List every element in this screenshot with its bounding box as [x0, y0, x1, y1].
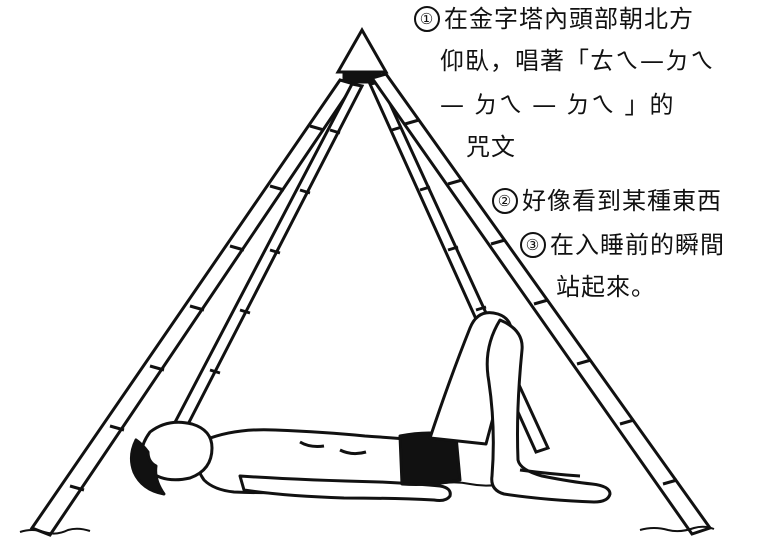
caption-step-1-line-4: 咒文 — [466, 133, 516, 161]
pyramid-pole-left-outer — [29, 78, 357, 537]
step-number-3: ③ — [520, 232, 546, 258]
caption-step-3-line-1: 在入睡前的瞬間 — [550, 231, 725, 259]
caption-step-1-line-1: 在金字塔內頭部朝北方 — [444, 5, 694, 33]
caption-step-3-line-2: 站起來。 — [556, 273, 656, 301]
pyramid-pole-left-inner — [169, 82, 365, 434]
reclining-man — [129, 311, 612, 504]
pyramid-apex — [335, 26, 389, 84]
caption-step-2-text: 好像看到某種東西 — [522, 187, 722, 215]
caption-step-1-line-2: 仰臥，唱著「ㄊㄟ—ㄉㄟ — [440, 47, 715, 75]
step-number-2: ② — [492, 188, 518, 214]
step-number-1: ① — [414, 6, 440, 32]
caption-step-1-line-3: — ㄉㄟ — ㄉㄟ 」的 — [440, 91, 675, 119]
